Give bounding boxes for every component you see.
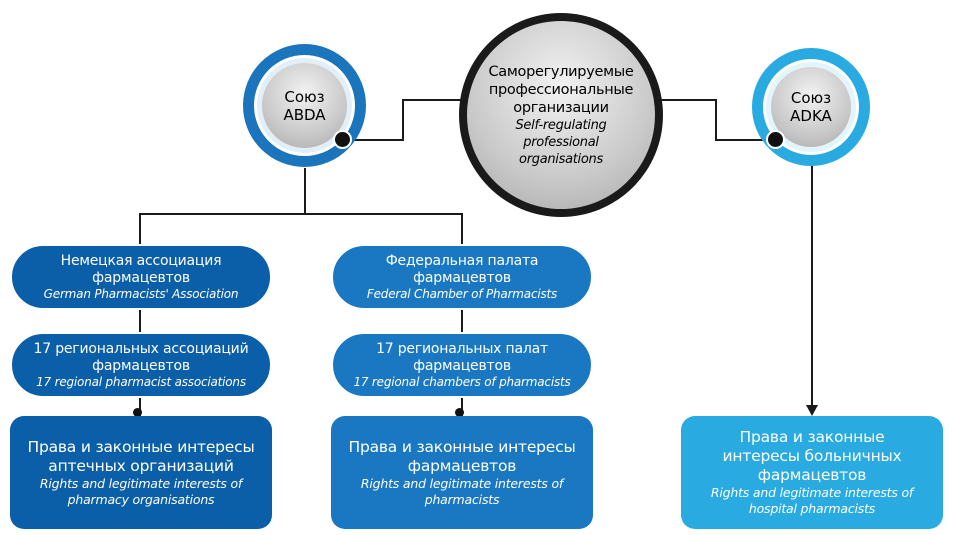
connector-center-adka <box>660 99 776 141</box>
right-rights-ru-1: Права и законные <box>739 428 885 446</box>
hospital-pharmacists-rights: Права и законные интересы больничных фар… <box>681 416 943 529</box>
right-rights-en-1: Rights and legitimate interests of <box>710 485 914 500</box>
arrow-head-icon <box>806 405 818 416</box>
right-rights-ru-3: фармацевтов <box>757 466 867 484</box>
right-rights-en-2: hospital pharmacists <box>748 501 876 516</box>
left-rights-en-2: pharmacy organisations <box>67 491 215 507</box>
right-rights-ru-2: интересы больничных <box>722 447 902 465</box>
chamber-ru-1: Федеральная палата <box>385 252 539 269</box>
center-title-en-1: Self-regulating <box>515 117 607 133</box>
federal-chamber-of-pharmacists: Федеральная палата фармацевтов Federal C… <box>331 244 593 310</box>
chamber-ru-2: фармацевтов <box>413 269 511 286</box>
regional-assoc-ru-2: фармацевтов <box>92 357 190 374</box>
middle-rights-ru-2: фармацевтов <box>407 456 517 475</box>
left-rights-en-1: Rights and legitimate interests of <box>39 475 243 491</box>
center-title-ru-1: Саморегулируемые <box>488 63 634 80</box>
middle-rights-en-2: pharmacists <box>424 491 500 507</box>
connector-abda-center <box>343 99 462 141</box>
assoc-ru-1: Немецкая ассоциация <box>60 252 222 269</box>
adka-ring-shadow <box>766 62 856 152</box>
pharmacists-rights: Права и законные интересы фармацевтов Ri… <box>331 416 593 529</box>
assoc-ru-2: фармацевтов <box>92 269 190 286</box>
adka-line1: Союз <box>790 89 832 107</box>
regional-chambers-ru-2: фармацевтов <box>413 357 511 374</box>
center-node: Саморегулируемые профессиональные органи… <box>467 21 655 209</box>
middle-junction-dot <box>455 408 464 417</box>
regional-assoc-ru-1: 17 региональных ассоциаций <box>33 340 249 357</box>
center-title-en-2: professional <box>523 134 599 150</box>
middle-rights-ru-1: Права и законные интересы <box>348 437 576 456</box>
adka-line2: ADKA <box>790 107 832 125</box>
connector-branch <box>139 213 463 246</box>
regional-chambers-ru-1: 17 региональных палат <box>376 340 548 357</box>
center-title-ru-2: профессиональные <box>488 81 634 98</box>
middle-rights-en-1: Rights and legitimate interests of <box>360 475 564 491</box>
adka-connector-dot <box>766 130 785 149</box>
left-rights-ru-2: аптечных организаций <box>48 456 234 475</box>
assoc-en: German Pharmacists' Association <box>43 286 239 301</box>
left-junction-dot <box>133 408 142 417</box>
german-pharmacists-association: Немецкая ассоциация фармацевтов German P… <box>10 244 272 310</box>
center-title-en-3: organisations <box>519 151 603 167</box>
regional-assoc-en: 17 regional pharmacist associations <box>36 374 246 389</box>
regional-pharmacist-associations: 17 региональных ассоциаций фармацевтов 1… <box>10 332 272 398</box>
abda-node: Союз ABDA <box>262 63 347 148</box>
abda-connector-dot <box>333 130 352 149</box>
left-rights-ru-1: Права и законные интересы <box>27 437 255 456</box>
regional-chambers-of-pharmacists: 17 региональных палат фармацевтов 17 reg… <box>331 332 593 398</box>
regional-chambers-en: 17 regional chambers of pharmacists <box>353 374 571 389</box>
chamber-en: Federal Chamber of Pharmacists <box>366 286 558 301</box>
abda-line2: ABDA <box>283 105 326 124</box>
pharmacy-organisations-rights: Права и законные интересы аптечных орган… <box>10 416 272 529</box>
center-title-ru-3: организации <box>513 99 609 116</box>
adka-node: Союз ADKA <box>771 67 851 147</box>
abda-ring-shadow <box>257 58 352 153</box>
abda-line1: Союз <box>284 87 325 106</box>
